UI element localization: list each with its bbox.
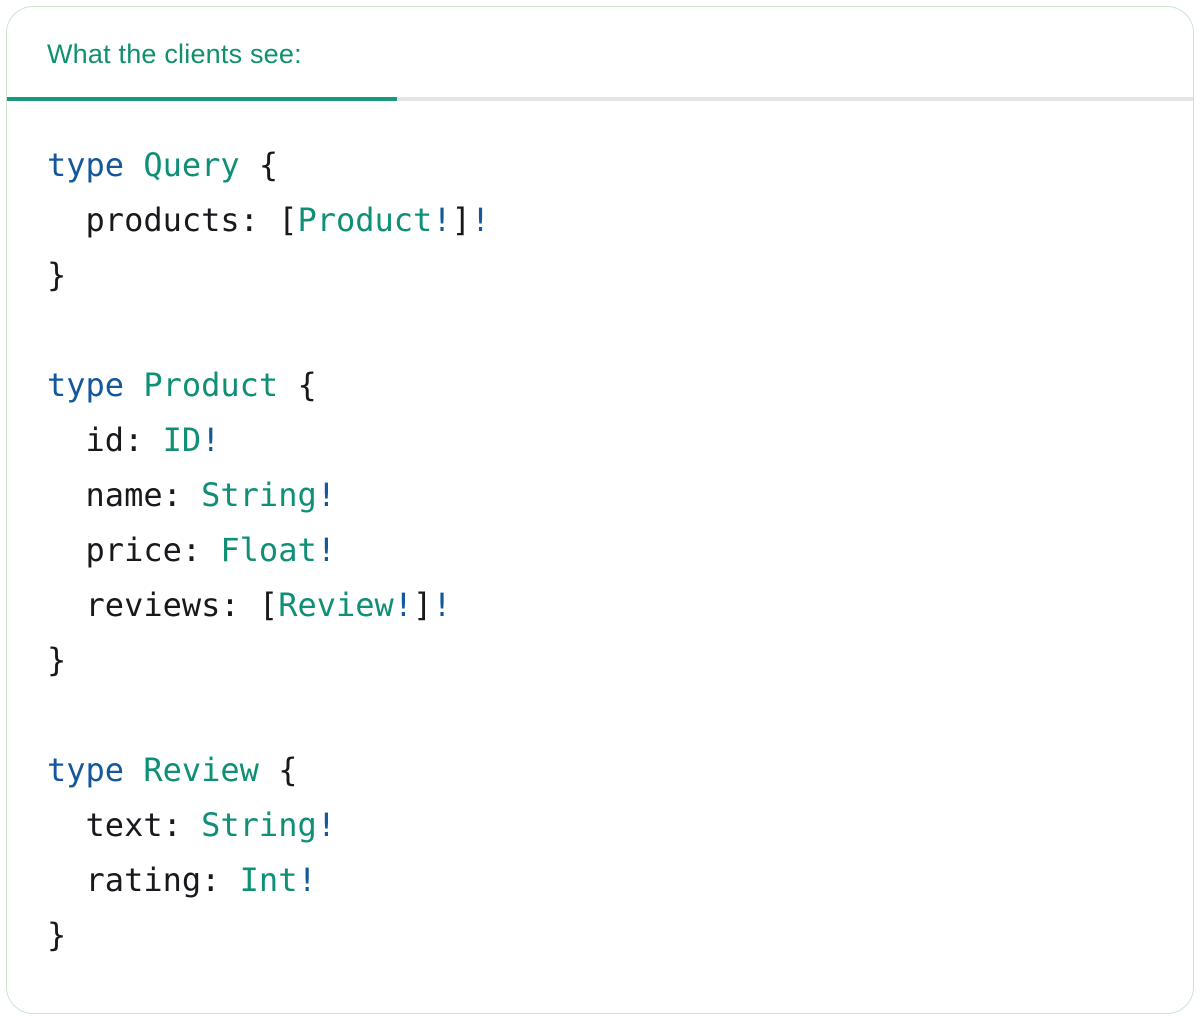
code-line: text: String!	[47, 798, 1193, 853]
code-token: price:	[47, 531, 221, 569]
code-token: Review	[143, 751, 259, 789]
tab-label: What the clients see:	[47, 39, 302, 69]
code-line: type Review {	[47, 743, 1193, 798]
code-token: Review	[278, 586, 394, 624]
code-block: type Query { products: [Product!]!}type …	[47, 138, 1193, 963]
code-token: !	[470, 201, 491, 239]
code-token: !	[316, 806, 336, 844]
code-line: }	[47, 633, 1193, 688]
code-line	[47, 303, 1193, 358]
schema-code-panel: What the clients see: type Query { produ…	[6, 6, 1194, 1014]
code-line	[47, 688, 1193, 743]
code-token: !	[316, 476, 336, 514]
tab-underline-track	[7, 97, 1193, 101]
code-line: }	[47, 248, 1193, 303]
code-token: rating:	[47, 861, 240, 899]
code-token: type	[47, 146, 125, 184]
code-token: Product	[143, 366, 279, 404]
code-token: }	[47, 256, 67, 294]
code-token: !	[297, 861, 317, 899]
code-token: !	[432, 201, 452, 239]
code-line: type Product {	[47, 358, 1193, 413]
code-token: ]	[413, 586, 433, 624]
code-token: text:	[47, 806, 202, 844]
code-token: reviews: [	[47, 586, 279, 624]
active-tab-underline	[7, 97, 397, 101]
code-token: ID	[162, 421, 202, 459]
tab-header: What the clients see:	[7, 7, 1193, 101]
code-token: Query	[143, 146, 240, 184]
code-line: name: String!	[47, 468, 1193, 523]
code-token: String	[201, 806, 317, 844]
code-line: price: Float!	[47, 523, 1193, 578]
code-token: !	[316, 531, 336, 569]
code-token: Int	[239, 861, 298, 899]
code-token: products: [	[47, 201, 298, 239]
code-line: }	[47, 908, 1193, 963]
code-token: type	[47, 751, 125, 789]
code-token: Product	[297, 201, 433, 239]
code-token: !	[432, 586, 452, 624]
code-line: products: [Product!]!	[47, 193, 1193, 248]
code-token: !	[393, 586, 414, 624]
code-line: type Query {	[47, 138, 1193, 193]
code-token: Float	[220, 531, 317, 569]
code-token	[124, 146, 143, 184]
code-line: id: ID!	[47, 413, 1193, 468]
code-token: type	[47, 366, 125, 404]
code-token	[124, 366, 143, 404]
code-token: id:	[47, 421, 163, 459]
code-token: {	[278, 366, 317, 404]
code-token: {	[239, 146, 279, 184]
code-token: ]	[451, 201, 471, 239]
code-line: rating: Int!	[47, 853, 1193, 908]
code-token: !	[201, 421, 221, 459]
code-token: }	[47, 916, 67, 954]
code-token: {	[258, 751, 298, 789]
code-token: name:	[47, 476, 202, 514]
code-token: String	[201, 476, 317, 514]
code-token: }	[47, 641, 67, 679]
code-token	[124, 751, 143, 789]
code-line: reviews: [Review!]!	[47, 578, 1193, 633]
